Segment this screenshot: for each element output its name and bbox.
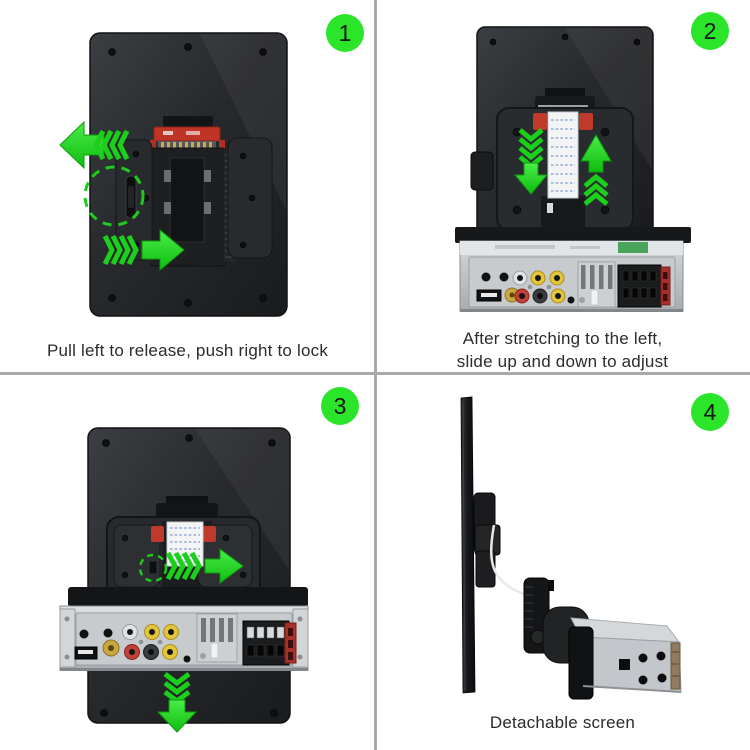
caption-line-2: slide up and down to adjust: [456, 352, 669, 371]
unit-on-screen-illustration: [59, 427, 309, 733]
screen-on-unit-illustration: [455, 26, 691, 312]
panel-step-1: 1 Pull left to release, push right to lo…: [0, 0, 375, 375]
horizontal-divider: [0, 372, 750, 375]
usb-port: [74, 646, 98, 660]
step-badge-2: 2: [691, 12, 729, 50]
red-clip-left: [533, 113, 547, 130]
rca-jacks: [122, 624, 191, 663]
caption-step-2: After stretching to the left, slide up a…: [375, 327, 750, 373]
head-unit-rear: [59, 587, 309, 671]
panel-step-2: 2 After stretching to the left, slide up…: [375, 0, 750, 375]
dashed-circle-icon: [138, 553, 168, 583]
antenna-jack: [102, 639, 120, 657]
screen-back-illustration: [59, 32, 288, 317]
metal-clips: [164, 170, 211, 214]
release-latch: [148, 560, 158, 575]
step-number: 2: [703, 17, 717, 44]
arrow-right-icon: [102, 228, 185, 272]
iso-connector: [617, 264, 671, 308]
caption-line-1: After stretching to the left,: [462, 329, 663, 348]
caption-step-1: Pull left to release, push right to lock: [46, 341, 329, 360]
vent-panel: [196, 613, 238, 663]
audio-jacks: [481, 272, 509, 282]
vent-panel: [577, 261, 616, 308]
step-badge-4: 4: [691, 393, 729, 431]
mount-plate: [496, 88, 634, 231]
step-badge-3: 3: [321, 387, 359, 425]
panel-step-4: 4 Detachable screen: [375, 375, 750, 750]
audio-jacks: [79, 628, 113, 639]
rear-face-holes: [619, 651, 667, 685]
red-clip-right: [203, 526, 216, 542]
connector-pins: [161, 142, 212, 148]
head-unit-rear: [455, 227, 691, 312]
arrow-left-icon: [59, 120, 130, 170]
step-badge-1: 1: [326, 14, 364, 52]
red-clip-right: [579, 113, 593, 130]
arrow-down-icon: [156, 672, 198, 733]
arrow-right-icon: [165, 548, 244, 584]
caption-step-4: Detachable screen: [489, 713, 636, 732]
mount-bracket: [115, 116, 273, 267]
step-number: 4: [703, 398, 717, 425]
mounting-ears: [59, 608, 309, 668]
iso-connector: [242, 620, 297, 666]
arrow-down-icon: [513, 128, 549, 195]
corner-screws: [108, 43, 267, 307]
arrow-up-icon: [580, 133, 612, 206]
rca-jacks: [512, 270, 575, 304]
vertical-divider: [374, 0, 377, 750]
screen-side-view: [460, 396, 501, 694]
step-number: 1: [338, 19, 352, 46]
panel-step-3: 3: [0, 375, 375, 750]
red-clip-left: [151, 526, 164, 542]
head-unit-side-view: [542, 606, 682, 700]
edge-connector: [670, 642, 681, 690]
din-sled: [568, 626, 594, 700]
ribbon-cable: [547, 111, 579, 199]
slide-rail-slot: [169, 157, 205, 243]
side-latch: [470, 151, 494, 191]
step-number: 3: [333, 392, 347, 419]
dashed-circle-icon: [83, 165, 145, 227]
detached-screen-illustration: [460, 396, 682, 700]
usb-port: [476, 289, 502, 302]
green-label: [618, 242, 648, 253]
